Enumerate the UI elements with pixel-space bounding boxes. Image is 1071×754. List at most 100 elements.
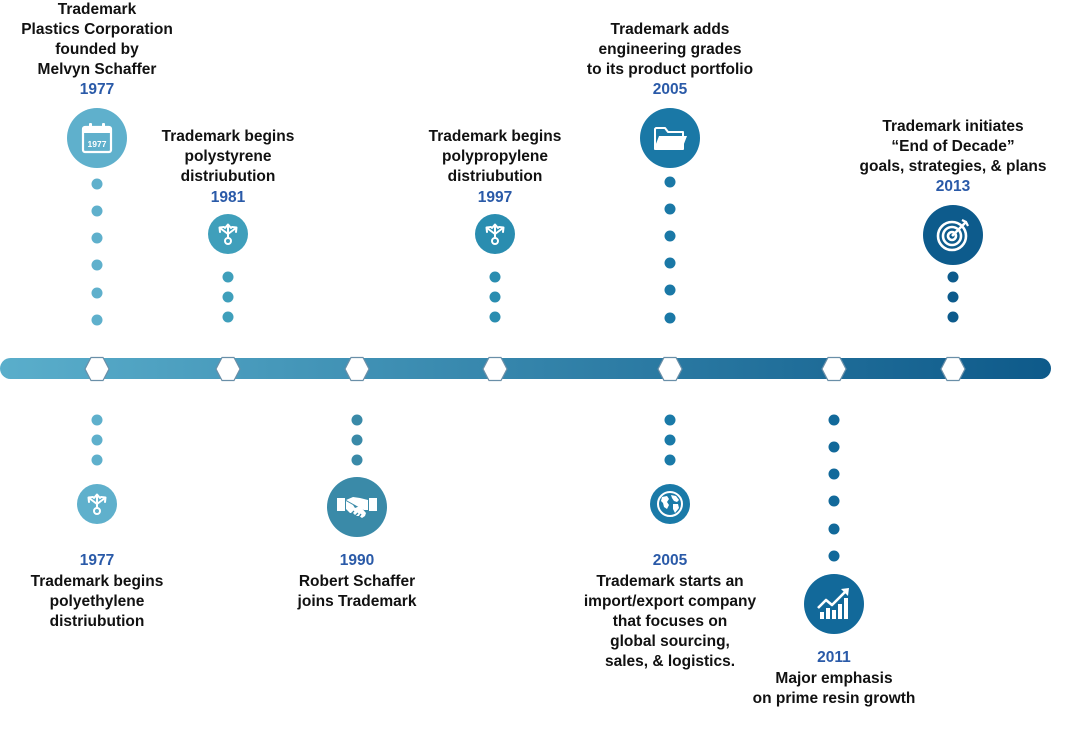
connector-dot <box>947 271 959 283</box>
connector-dot <box>91 205 103 217</box>
event-year: 1997 <box>477 189 513 206</box>
timeline-marker <box>482 356 508 382</box>
event-year: 1977 <box>79 81 115 98</box>
event-description-line: global sourcing, <box>610 633 730 650</box>
event-description-line: Trademark <box>57 1 137 18</box>
connector-dot <box>91 178 103 190</box>
event-description-line: distriubution <box>49 613 145 630</box>
event-description-line: Trademark adds <box>610 21 730 38</box>
timeline-marker <box>821 356 847 382</box>
connector-dot <box>222 311 234 323</box>
event-description-line: distriubution <box>180 168 276 185</box>
connector-dot <box>664 414 676 426</box>
event-description-line: Trademark starts an <box>596 573 744 590</box>
connector-dot <box>489 291 501 303</box>
event-description: Trademark Plastics Corporation founded b… <box>21 0 173 80</box>
event-description-line: distriubution <box>447 168 543 185</box>
event-description-line: import/export company <box>583 593 757 610</box>
connector-dot <box>664 203 676 215</box>
event-description-line: Robert Schaffer <box>298 573 416 590</box>
timeline-marker <box>84 356 110 382</box>
connector-dot <box>91 454 103 466</box>
connector-dot <box>91 414 103 426</box>
globe-icon <box>650 484 690 524</box>
event-description: Trademark begins polyethylene distriubut… <box>31 572 164 632</box>
connector-dot <box>828 468 840 480</box>
event-year: 2013 <box>935 178 971 195</box>
event-description-line: Plastics Corporation <box>21 21 173 38</box>
event-description: Trademark begins polystyrene distriubuti… <box>162 127 295 187</box>
connector-dot <box>828 414 840 426</box>
timeline-marker <box>344 356 370 382</box>
connector-dot <box>351 414 363 426</box>
connector-dot <box>91 259 103 271</box>
connector-dot <box>222 291 234 303</box>
distribution-arrows-icon <box>77 484 117 524</box>
event-description-line: sales, & logistics. <box>604 653 736 670</box>
event-description-line: polystyrene <box>184 148 272 165</box>
event-description-line: Trademark begins <box>161 128 295 145</box>
connector-dot <box>664 284 676 296</box>
event-description: Major emphasis on prime resin growth <box>753 669 916 709</box>
connector-dot <box>947 311 959 323</box>
event-year: 2005 <box>652 81 688 98</box>
event-year: 2011 <box>817 649 851 666</box>
event-description-line: that focuses on <box>612 613 728 630</box>
distribution-arrows-icon <box>208 214 248 254</box>
event-description-line: Trademark begins <box>30 573 164 590</box>
connector-dot <box>828 523 840 535</box>
event-description-line: Melvyn Schaffer <box>37 61 157 78</box>
timeline-track <box>0 358 1051 379</box>
connector-dot <box>664 454 676 466</box>
event-year: 1981 <box>210 189 246 206</box>
connector-dot <box>828 495 840 507</box>
timeline-marker <box>940 356 966 382</box>
connector-dot <box>91 434 103 446</box>
connector-dot <box>664 434 676 446</box>
event-year: 1990 <box>339 552 375 569</box>
event-year: 2005 <box>652 552 688 569</box>
event-year: 1977 <box>79 552 115 569</box>
target-icon <box>923 205 983 265</box>
connector-dot <box>828 441 840 453</box>
folder-icon <box>640 108 700 168</box>
event-description-line: polypropylene <box>442 148 548 165</box>
connector-dot <box>351 454 363 466</box>
connector-dot <box>222 271 234 283</box>
growth-chart-icon <box>804 574 864 634</box>
connector-dot <box>91 314 103 326</box>
event-description-line: polyethylene <box>49 593 145 610</box>
connector-dot <box>664 176 676 188</box>
event-description-line: joins Trademark <box>297 593 417 610</box>
event-description: Trademark begins polypropylene distriubu… <box>429 127 562 187</box>
event-description: Robert Schaffer joins Trademark <box>298 572 417 612</box>
connector-dot <box>664 230 676 242</box>
event-description: Trademark adds engineering grades to its… <box>587 20 753 80</box>
event-description-line: Trademark begins <box>428 128 562 145</box>
connector-dot <box>828 550 840 562</box>
event-description: Trademark initiates “End of Decade” goal… <box>860 117 1047 177</box>
calendar-icon-text: 1977 <box>88 139 107 149</box>
event-description-line: founded by <box>55 41 139 58</box>
connector-dot <box>664 257 676 269</box>
connector-dot <box>351 434 363 446</box>
event-description-line: engineering grades <box>598 41 742 58</box>
event-description: Trademark starts an import/export compan… <box>584 572 756 672</box>
calendar-icon: 1977 <box>67 108 127 168</box>
event-description-line: “End of Decade” <box>891 138 1015 155</box>
connector-dot <box>947 291 959 303</box>
handshake-icon <box>327 477 387 537</box>
connector-dot <box>91 287 103 299</box>
distribution-arrows-icon <box>475 214 515 254</box>
event-description-line: goals, strategies, & plans <box>859 158 1047 175</box>
event-description-line: Major emphasis <box>775 670 893 687</box>
timeline-marker <box>215 356 241 382</box>
connector-dot <box>489 271 501 283</box>
connector-dot <box>91 232 103 244</box>
connector-dot <box>489 311 501 323</box>
event-description-line: Trademark initiates <box>882 118 1024 135</box>
connector-dot <box>664 312 676 324</box>
event-description-line: to its product portfolio <box>586 61 754 78</box>
event-description-line: on prime resin growth <box>752 690 916 707</box>
timeline-marker <box>657 356 683 382</box>
